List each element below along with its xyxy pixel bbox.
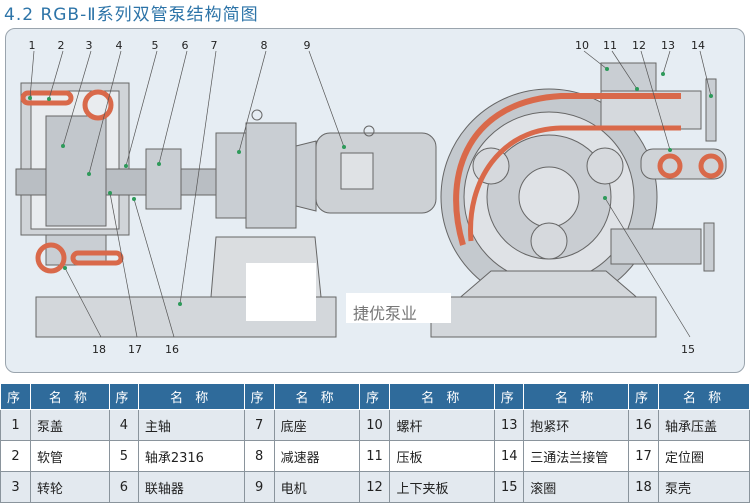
callout-7: 7 — [211, 39, 218, 52]
callout-3: 3 — [86, 39, 93, 52]
part-seq: 2 — [0, 440, 31, 472]
part-name: 轴承2316 — [137, 440, 245, 472]
part-seq: 5 — [108, 440, 139, 472]
part-name: 泵壳 — [658, 471, 750, 503]
header-seq: 序 — [358, 383, 391, 410]
page-title: 4.2 RGB-Ⅱ系列双管泵结构简图 — [4, 5, 259, 25]
part-seq: 18 — [628, 471, 660, 503]
part-seq: 15 — [494, 471, 525, 503]
pump-diagram: 1 2 3 4 5 6 7 8 9 10 11 12 13 14 15 16 1… — [5, 28, 745, 373]
header-seq: 序 — [494, 383, 525, 410]
part-name: 底座 — [273, 409, 360, 441]
part-name: 轴承压盖 — [658, 409, 750, 441]
part-seq: 1 — [0, 409, 31, 441]
callout-15: 15 — [681, 343, 695, 356]
part-seq: 3 — [0, 471, 31, 503]
structure-drawing: 1 2 3 4 5 6 7 8 9 10 11 12 13 14 15 16 1… — [15, 39, 727, 356]
part-name: 减速器 — [273, 440, 360, 472]
part-seq: 10 — [358, 409, 391, 441]
header-name: 名 称 — [389, 383, 496, 410]
callout-6: 6 — [182, 39, 189, 52]
part-name: 抱紧环 — [523, 409, 630, 441]
part-name: 联轴器 — [137, 471, 245, 503]
part-seq: 4 — [108, 409, 139, 441]
part-name: 上下夹板 — [389, 471, 496, 503]
callout-4: 4 — [116, 39, 123, 52]
roller — [586, 147, 624, 185]
header-name: 名 称 — [658, 383, 750, 410]
header-name: 名 称 — [29, 383, 110, 410]
coupling — [145, 148, 182, 210]
rotor — [45, 115, 107, 227]
part-seq: 16 — [628, 409, 660, 441]
part-name: 转轮 — [29, 471, 110, 503]
part-seq: 8 — [243, 440, 275, 472]
hose — [453, 93, 681, 246]
callout-1: 1 — [29, 39, 36, 52]
header-seq: 序 — [628, 383, 660, 410]
callout-13: 13 — [661, 39, 675, 52]
part-seq: 9 — [243, 471, 275, 503]
callout-14: 14 — [691, 39, 705, 52]
part-seq: 14 — [494, 440, 525, 472]
callout-12: 12 — [632, 39, 646, 52]
part-name: 滚圈 — [523, 471, 630, 503]
callout-8: 8 — [261, 39, 268, 52]
part-seq: 12 — [358, 471, 391, 503]
part-seq: 6 — [108, 471, 139, 503]
part-name: 压板 — [389, 440, 496, 472]
part-name: 定位圈 — [658, 440, 750, 472]
header-seq: 序 — [243, 383, 275, 410]
callout-2: 2 — [58, 39, 65, 52]
part-name: 软管 — [29, 440, 110, 472]
header-seq: 序 — [0, 383, 31, 410]
motor — [315, 132, 437, 214]
callout-9: 9 — [304, 39, 311, 52]
table-header: 序名 称 序名 称 序名 称 序名 称 序名 称 序名 称 — [0, 383, 750, 410]
callout-11: 11 — [603, 39, 617, 52]
part-seq: 7 — [243, 409, 275, 441]
header-name: 名 称 — [523, 383, 630, 410]
callout-10: 10 — [575, 39, 589, 52]
part-name: 泵盖 — [29, 409, 110, 441]
part-seq: 11 — [358, 440, 391, 472]
part-name: 螺杆 — [389, 409, 496, 441]
header-seq: 序 — [108, 383, 139, 410]
part-name: 主轴 — [137, 409, 245, 441]
part-name: 电机 — [273, 471, 360, 503]
part-seq: 17 — [628, 440, 660, 472]
callout-5: 5 — [152, 39, 159, 52]
reducer — [215, 132, 247, 219]
company-logo: 捷优泵业 — [353, 304, 417, 323]
header-name: 名 称 — [137, 383, 245, 410]
callout-17: 17 — [128, 343, 142, 356]
part-seq: 13 — [494, 409, 525, 441]
callout-16: 16 — [165, 343, 179, 356]
callout-18: 18 — [92, 343, 106, 356]
part-name: 三通法兰接管 — [523, 440, 630, 472]
header-name: 名 称 — [273, 383, 360, 410]
